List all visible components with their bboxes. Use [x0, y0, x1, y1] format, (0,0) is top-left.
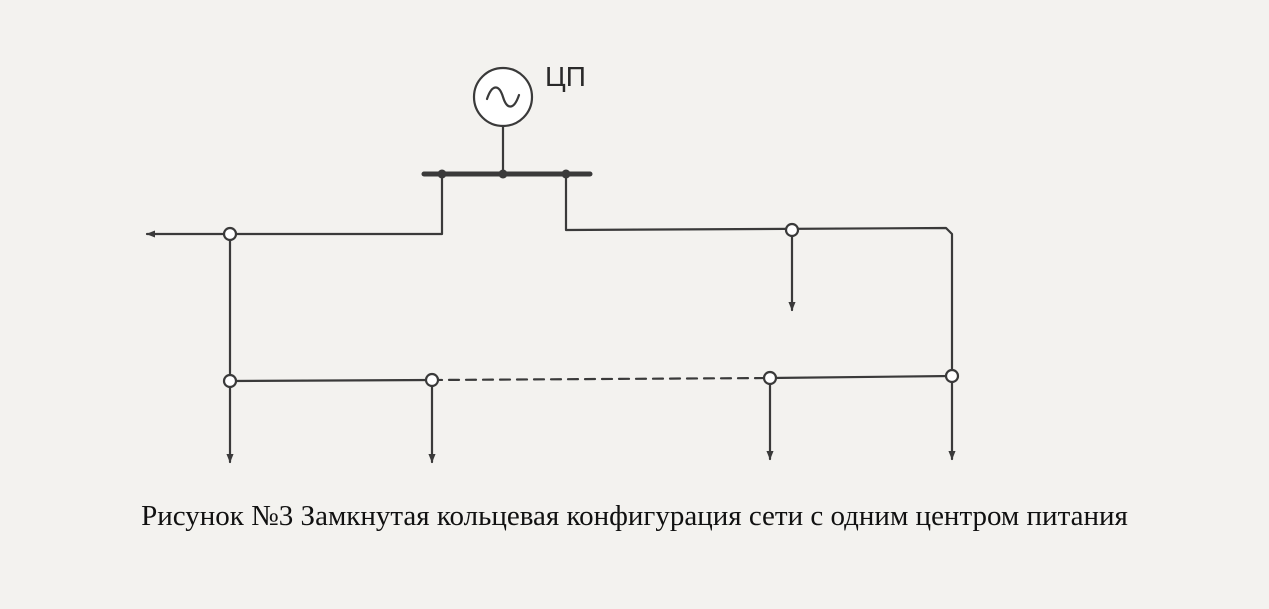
ring-bottom-left — [228, 378, 434, 383]
source-label: ЦП — [545, 61, 586, 92]
figure-caption: Рисунок №3 Замкнутая кольцевая конфигура… — [141, 500, 1128, 532]
node-bottom-left — [222, 373, 238, 389]
node-bottom-2 — [424, 372, 440, 388]
busbar-junction-left — [437, 169, 447, 179]
ring-bottom-dashed — [430, 376, 772, 382]
ring-bottom-right — [768, 374, 954, 380]
node-top-right — [784, 222, 800, 238]
node-bottom-3 — [762, 370, 778, 386]
node-top-left — [222, 226, 238, 242]
feeder-left — [228, 172, 444, 236]
busbar-junction-center — [498, 169, 508, 179]
node-bottom-right — [944, 368, 960, 384]
busbar-junction-right — [561, 169, 571, 179]
generator-icon — [472, 66, 534, 128]
feeder-right — [564, 172, 954, 378]
